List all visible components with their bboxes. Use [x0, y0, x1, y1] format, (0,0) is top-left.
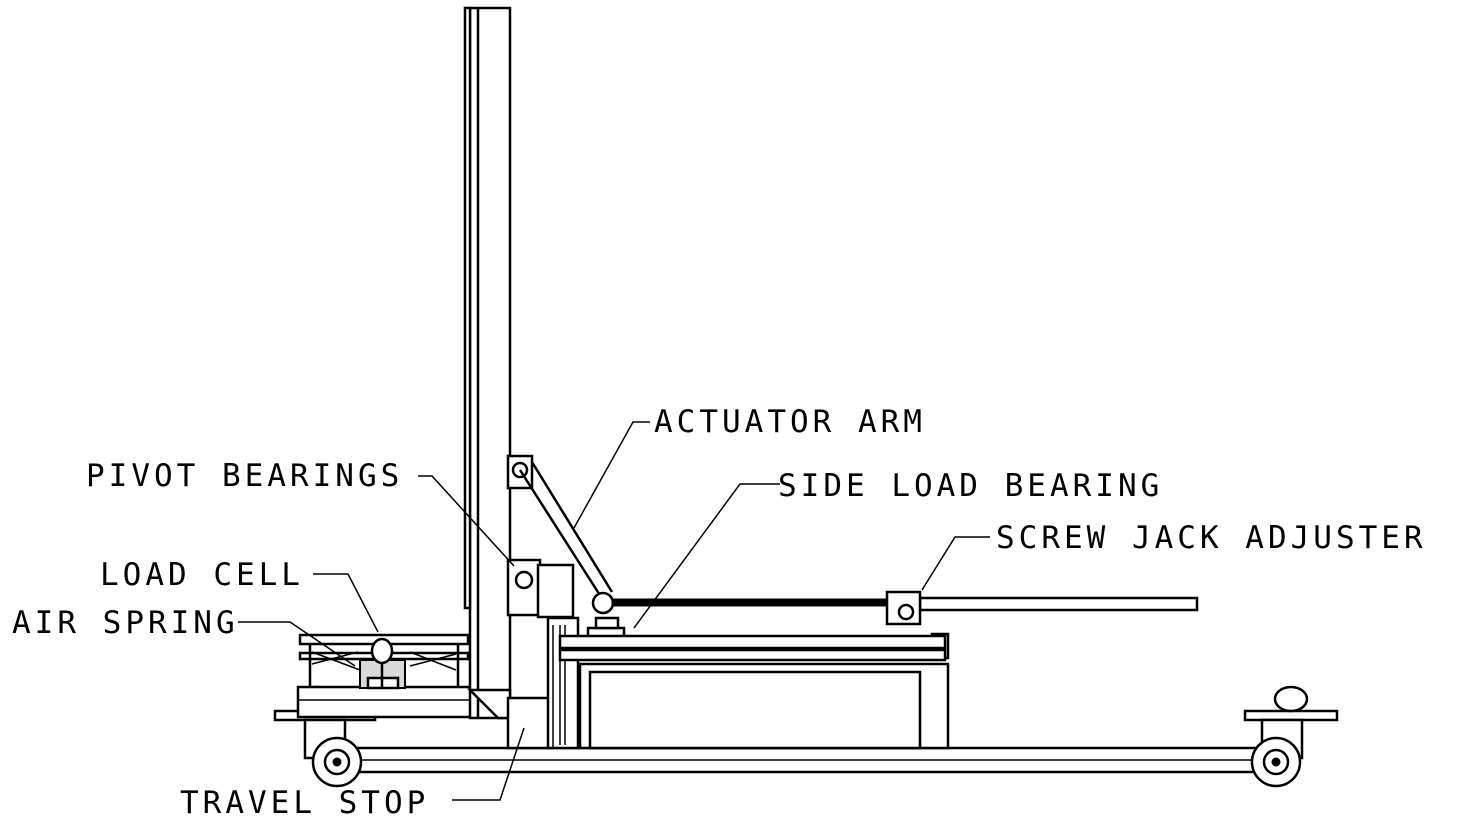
leader-lines: [238, 421, 990, 801]
lower-cabinet: [578, 662, 950, 750]
column-base: [506, 696, 554, 750]
label-screw-jack-adjuster: SCREW JACK ADJUSTER: [996, 520, 1427, 556]
label-air-spring: AIR SPRING: [12, 605, 239, 641]
base-frame: [328, 746, 1282, 774]
label-pivot-bearings: PIVOT BEARINGS: [86, 458, 403, 494]
actuator-arm: [506, 454, 615, 615]
labels: ACTUATOR ARM PIVOT BEARINGS SIDE LOAD BE…: [12, 404, 1427, 821]
right-caster: [1243, 685, 1339, 788]
label-load-cell: LOAD CELL: [100, 557, 304, 593]
label-side-load-bearing: SIDE LOAD BEARING: [778, 468, 1163, 504]
load-cell: [370, 637, 394, 688]
vertical-column: [463, 6, 512, 720]
label-travel-stop: TRAVEL STOP: [180, 785, 429, 821]
rail: [558, 634, 947, 662]
label-actuator-arm: ACTUATOR ARM: [654, 404, 926, 440]
